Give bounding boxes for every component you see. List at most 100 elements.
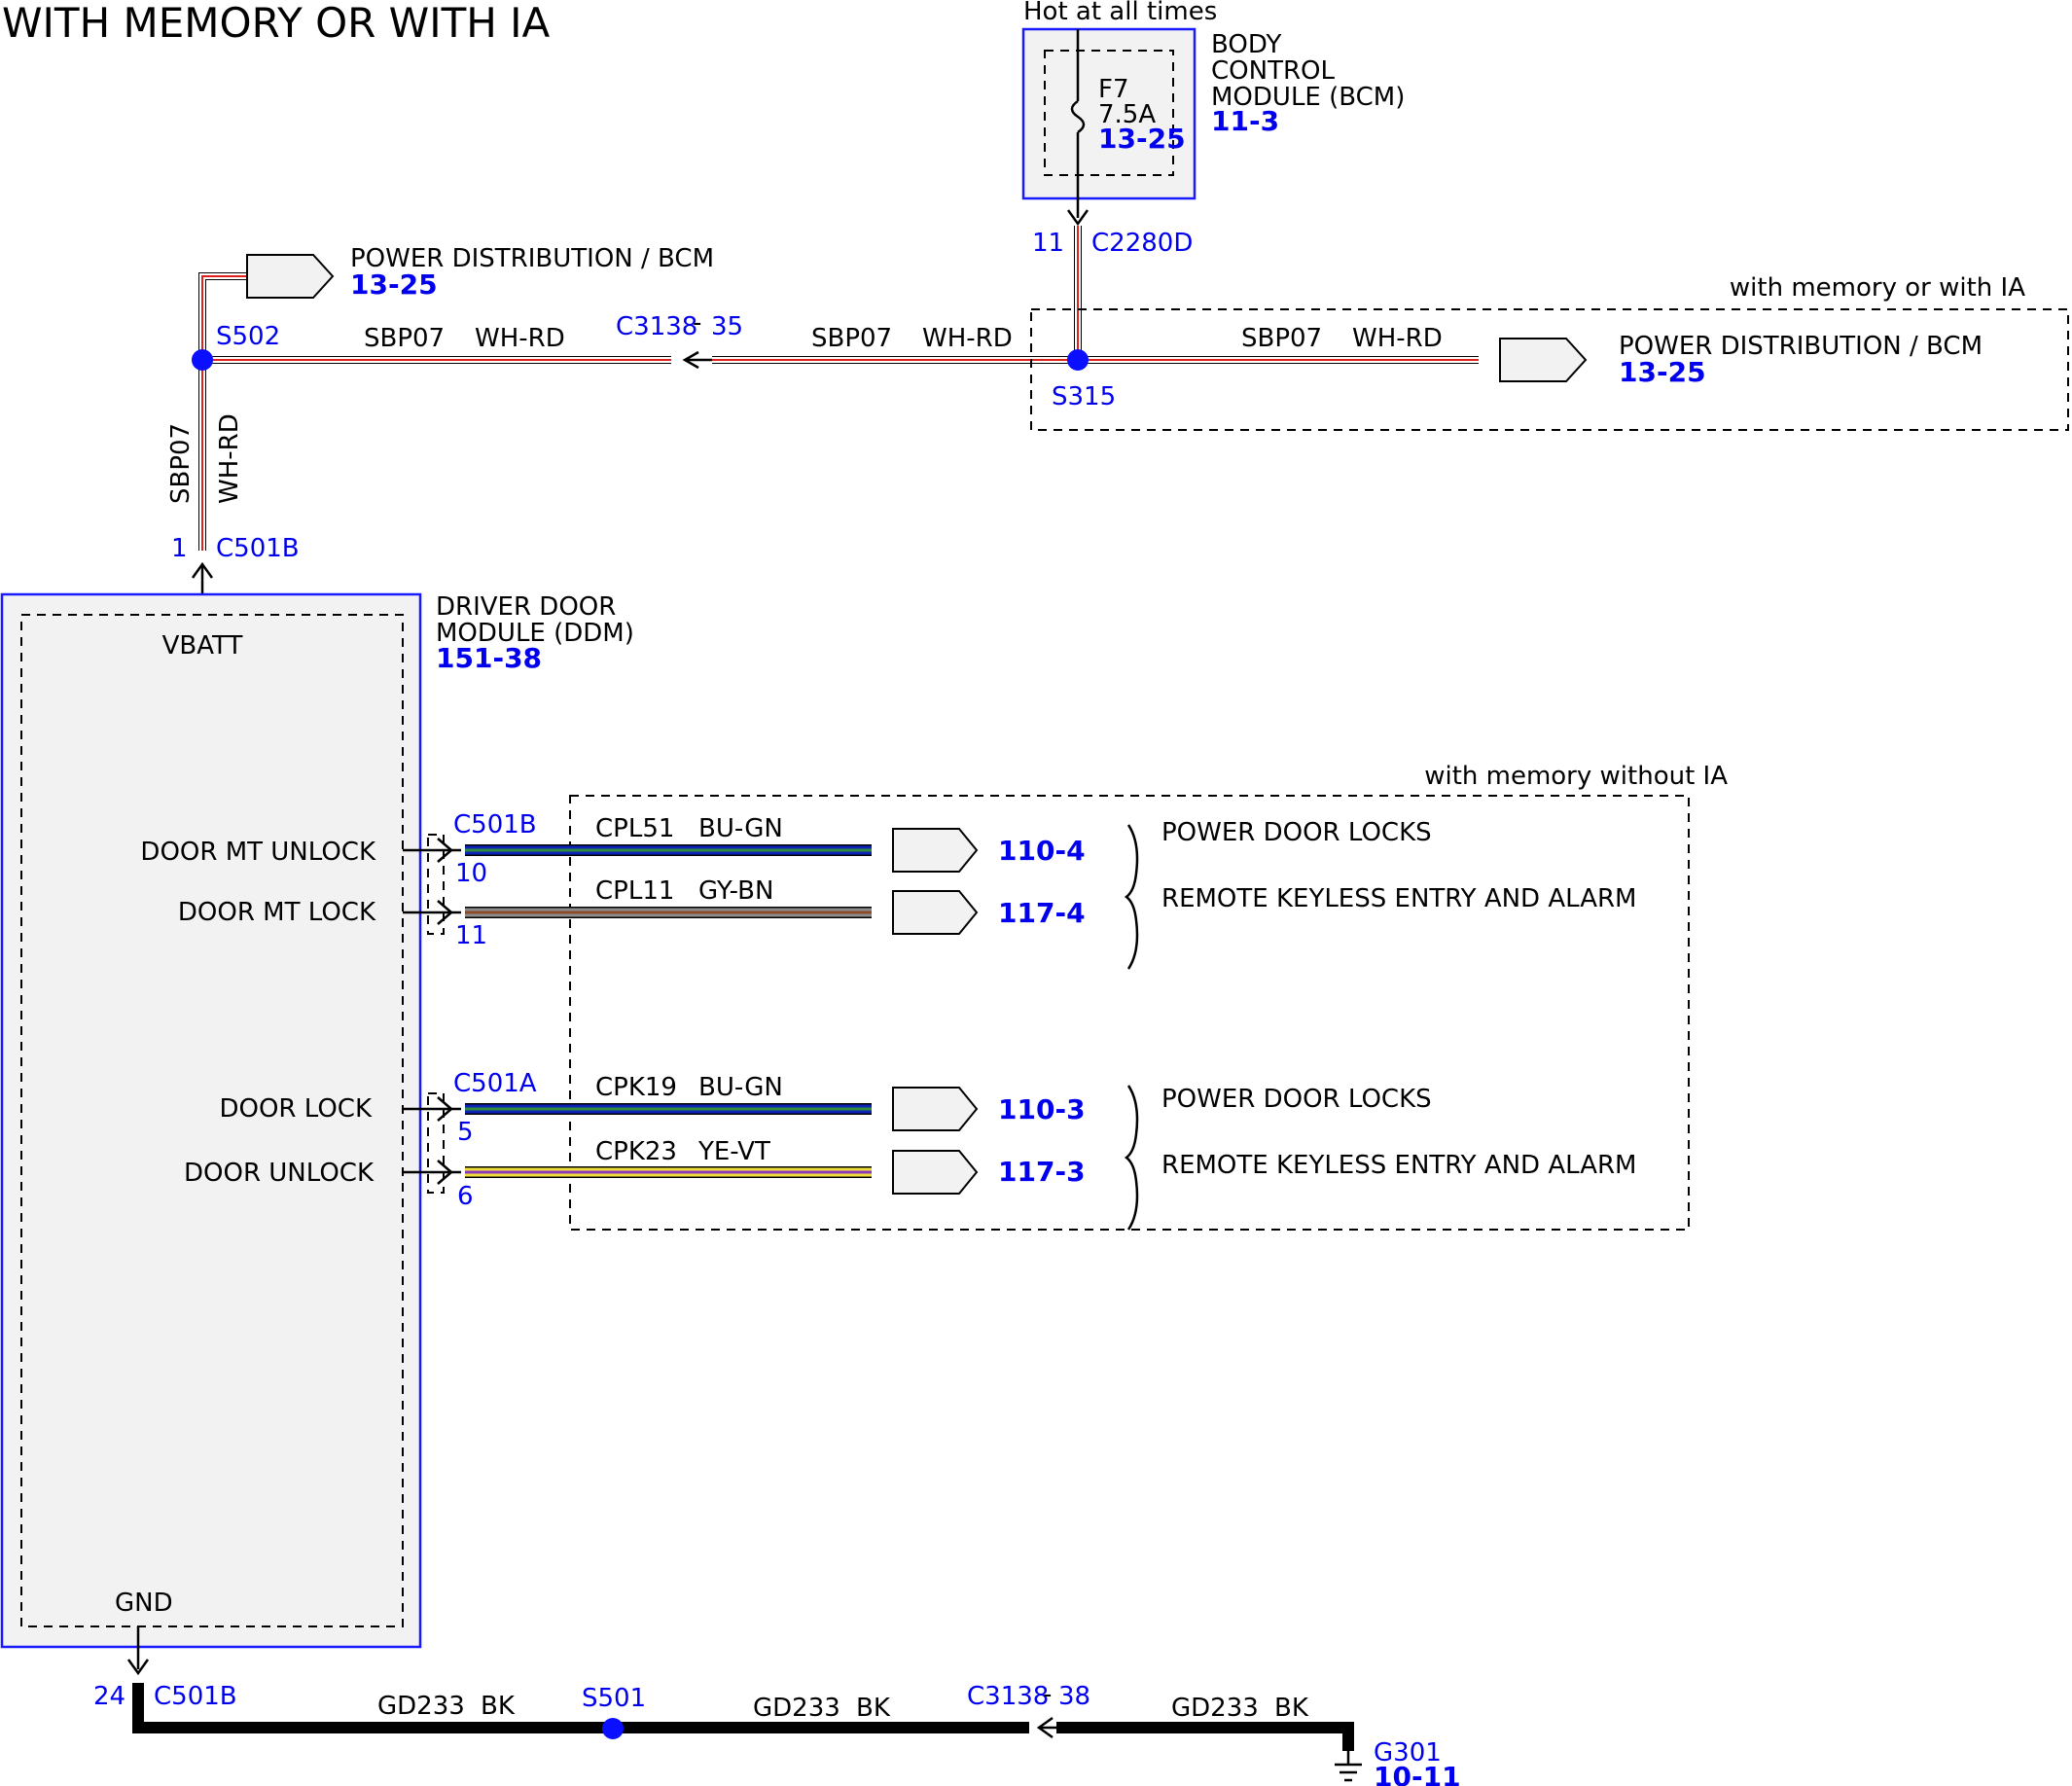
bcm-inner-dashed <box>1044 50 1174 176</box>
wire-label-color-1: WH-RD <box>475 324 565 353</box>
region-mid-label: with memory without IA <box>1424 762 1728 791</box>
wire-sbp07-network <box>198 226 1479 551</box>
out-circuit-cpl11: CPL11 <box>595 876 674 906</box>
ddm-gnd-label: GND <box>115 1589 173 1618</box>
out-pin-10: 10 <box>455 859 487 888</box>
c2280d-pin: 11 <box>1032 229 1064 258</box>
wire-gd233-right <box>1056 1722 1354 1751</box>
wire-label-circuit-3: SBP07 <box>1241 324 1322 353</box>
group2-label-b: REMOTE KEYLESS ENTRY AND ALARM <box>1161 1151 1637 1180</box>
splice-s502 <box>192 349 213 371</box>
c3138-top-name: C3138 <box>616 312 697 341</box>
splice-s501 <box>602 1718 624 1739</box>
group2-label-a: POWER DOOR LOCKS <box>1161 1085 1432 1114</box>
out-ref-117-4[interactable]: 117-4 <box>998 897 1086 929</box>
fuse-id: F7 <box>1098 75 1129 104</box>
ddm-name-line2: MODULE (DDM) <box>436 619 634 648</box>
region-with-memory-without-ia <box>569 795 1690 1231</box>
c3138-top-pin: 35 <box>711 312 743 341</box>
gnd-c501b-name: C501B <box>154 1682 237 1711</box>
c501b-gnd-arrow-icon <box>126 1659 150 1676</box>
out-arrow-icon <box>437 900 453 925</box>
out-connector-c501b: C501B <box>453 810 537 839</box>
c2280d-arrow-icon <box>1066 209 1090 227</box>
fuse-ref[interactable]: 13-25 <box>1098 123 1186 155</box>
ddm-vbatt-label: VBATT <box>162 631 243 661</box>
ddm-module-box <box>0 592 422 1649</box>
bcm-name-line1: BODY <box>1211 30 1281 59</box>
gnd-circuit-1: GD233 <box>377 1692 465 1721</box>
ddm-pin-label-door-unlock: DOOR UNLOCK <box>184 1159 375 1188</box>
out-arrow-icon <box>437 838 453 863</box>
gnd-circuit-3: GD233 <box>1171 1694 1259 1723</box>
c2280d-name: C2280D <box>1091 229 1193 258</box>
gnd-c3138-pin: 38 <box>1058 1682 1090 1711</box>
wire-label-color-vertical: WH-RD <box>215 413 244 504</box>
diagram-title: WITH MEMORY OR WITH IA <box>2 0 551 47</box>
wire-label-color-2: WH-RD <box>922 324 1013 353</box>
out-circuit-cpl51: CPL51 <box>595 814 674 843</box>
bcm-ref[interactable]: 11-3 <box>1211 105 1279 137</box>
pd-bcm-top-ref[interactable]: 13-25 <box>350 268 438 301</box>
ddm-pin-label-door-mt-unlock: DOOR MT UNLOCK <box>140 838 376 867</box>
gnd-c501b-pin: 24 <box>93 1682 125 1711</box>
c501b-top-pin: 1 <box>171 534 188 563</box>
gnd-circuit-2: GD233 <box>753 1694 840 1723</box>
gnd-c3138-dash: - <box>1043 1680 1052 1709</box>
fuse-rating: 7.5A <box>1098 100 1156 129</box>
wire-label-circuit-vertical: SBP07 <box>166 423 196 504</box>
out-circuit-cpk23: CPK23 <box>595 1137 677 1166</box>
ddm-inner-dashed <box>20 614 404 1627</box>
ddm-ref[interactable]: 151-38 <box>436 642 542 674</box>
region-top-label: with memory or with IA <box>1730 273 2025 303</box>
out-ref-110-3[interactable]: 110-3 <box>998 1093 1086 1125</box>
s502-label: S502 <box>216 322 280 351</box>
hot-at-all-times-label: Hot at all times <box>1023 0 1217 26</box>
out-connector-icon <box>892 1150 979 1195</box>
wire-label-color-3: WH-RD <box>1352 324 1443 353</box>
c501b-top-name: C501B <box>216 534 300 563</box>
gnd-color-1: BK <box>481 1692 516 1721</box>
gnd-color-2: BK <box>856 1694 891 1723</box>
g301-ref[interactable]: 10-11 <box>1374 1761 1461 1786</box>
out-color-gy-bn: GY-BN <box>698 876 773 906</box>
group1-label-a: POWER DOOR LOCKS <box>1161 818 1432 847</box>
wire-label-circuit-1: SBP07 <box>364 324 445 353</box>
out-pin-5: 5 <box>457 1118 474 1147</box>
out-circuit-cpk19: CPK19 <box>595 1073 677 1102</box>
s501-label: S501 <box>582 1684 646 1713</box>
wire-label-circuit-2: SBP07 <box>811 324 892 353</box>
out-ref-110-4[interactable]: 110-4 <box>998 835 1086 867</box>
out-connector-icon <box>892 890 979 935</box>
fuse-icon <box>1070 99 1086 134</box>
pd-bcm-right-ref[interactable]: 13-25 <box>1619 356 1706 388</box>
ddm-pin-label-door-mt-lock: DOOR MT LOCK <box>178 898 376 927</box>
out-color-bu-gn: BU-GN <box>698 814 783 843</box>
gnd-c3138-name: C3138 <box>967 1682 1049 1711</box>
out-connector-icon <box>892 828 979 873</box>
brace-icon <box>1124 824 1139 970</box>
out-color-ye-vt: YE-VT <box>697 1137 770 1166</box>
bcm-name-line2: CONTROL <box>1211 56 1335 86</box>
c3138-top-dash: - <box>693 308 701 338</box>
pd-bcm-right-label: POWER DISTRIBUTION / BCM <box>1619 332 1983 361</box>
out-pin-6: 6 <box>457 1182 474 1211</box>
bcm-name-line3: MODULE (BCM) <box>1211 83 1405 112</box>
region-with-memory-or-ia <box>1030 308 2069 431</box>
wire-gd233-left <box>132 1683 1029 1733</box>
splice-s315 <box>1067 349 1089 371</box>
out-connector-icon <box>892 1087 979 1131</box>
group1-label-b: REMOTE KEYLESS ENTRY AND ALARM <box>1161 884 1637 913</box>
g301-label: G301 <box>1374 1738 1442 1768</box>
pd-bcm-right-connector <box>1499 338 1588 382</box>
s315-label: S315 <box>1052 382 1116 411</box>
gnd-color-3: BK <box>1274 1694 1309 1723</box>
bcm-module-box <box>1021 27 1197 200</box>
out-arrow-icon <box>437 1096 453 1122</box>
pd-bcm-top-label: POWER DISTRIBUTION / BCM <box>350 244 714 273</box>
out-pin-11: 11 <box>455 921 487 950</box>
ddm-name-line1: DRIVER DOOR <box>436 592 616 622</box>
ddm-pin-label-door-lock: DOOR LOCK <box>219 1094 372 1124</box>
out-ref-117-3[interactable]: 117-3 <box>998 1156 1086 1188</box>
